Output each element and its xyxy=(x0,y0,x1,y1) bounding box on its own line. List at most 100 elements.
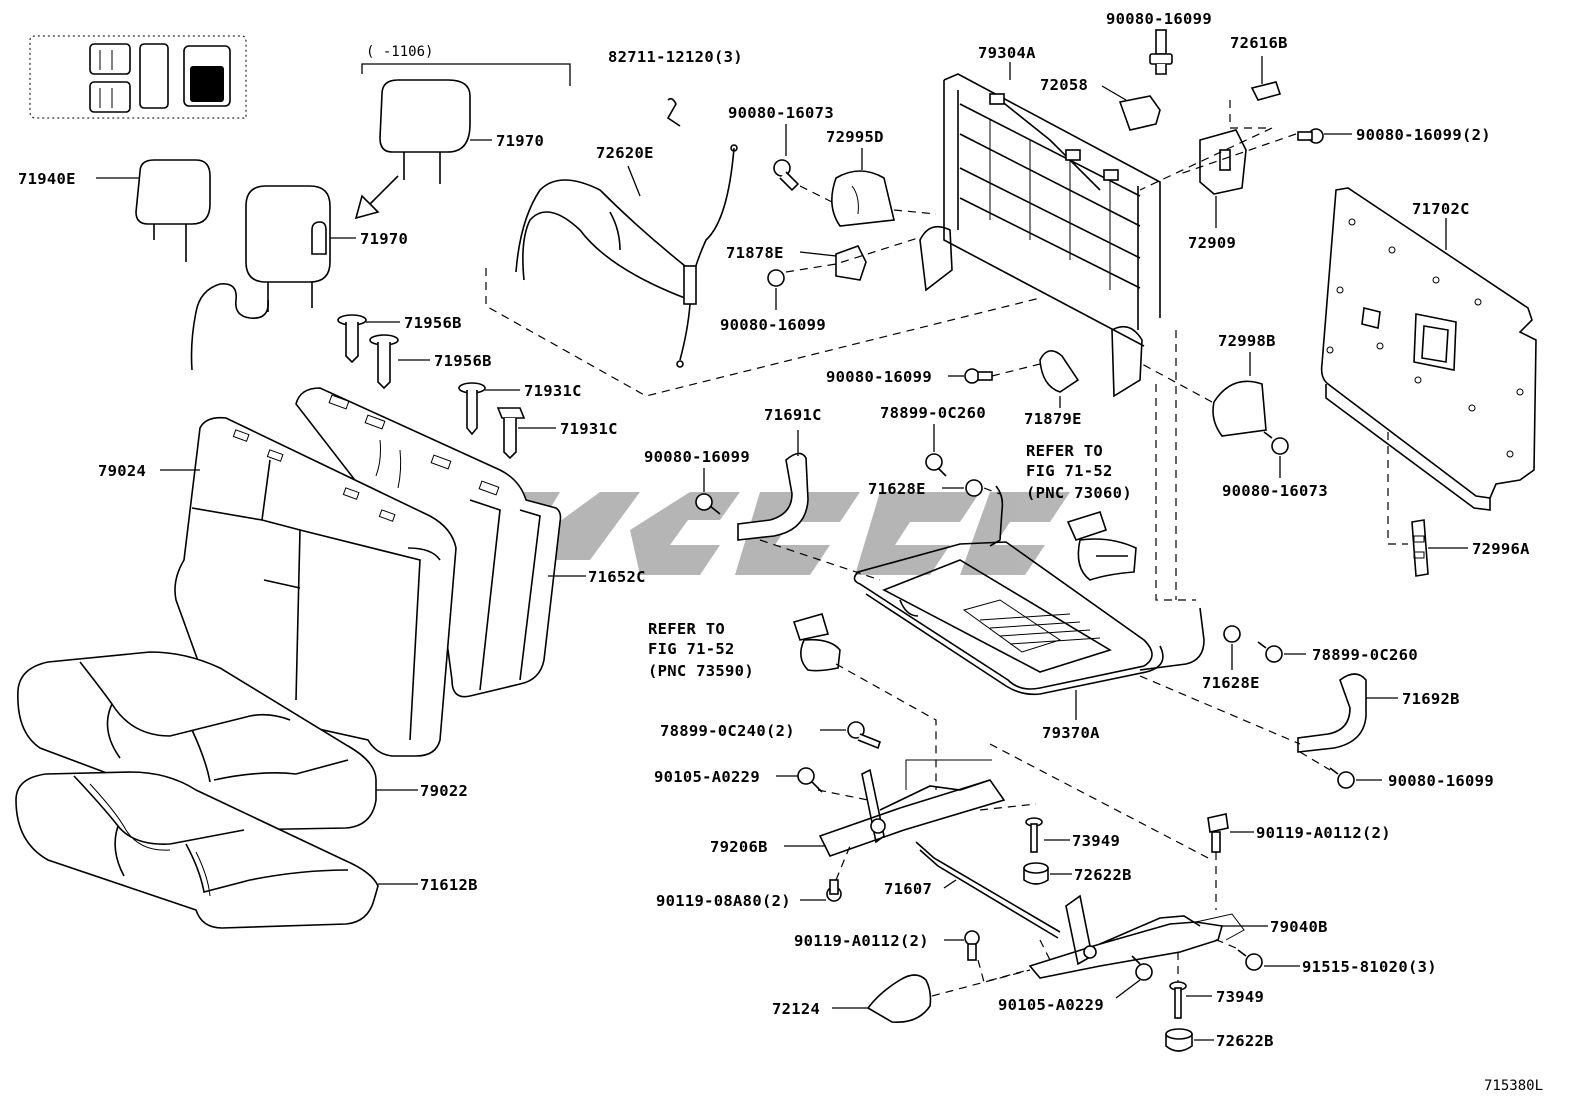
guide-line-91515 xyxy=(1211,937,1237,949)
label-72909: 72909 xyxy=(1188,234,1236,252)
label-72622B-1: 72622B xyxy=(1074,866,1132,884)
guide-line-hinge-2 xyxy=(979,803,1037,811)
label-71970-top: 71970 xyxy=(496,132,544,150)
label-90080-16099-top: 90080-16099 xyxy=(1106,10,1212,28)
cover-71878E xyxy=(799,245,867,281)
label-refer2-b: FIG 71-52 xyxy=(648,640,735,658)
guide-71956B-2 xyxy=(369,334,430,390)
bolt-90105-A0229-b xyxy=(1115,955,1153,999)
label-71628E-1: 71628E xyxy=(868,480,926,498)
guide-line-strap xyxy=(759,539,881,581)
label-73949-1: 73949 xyxy=(1072,832,1120,850)
label-90119-A0112-l: 90119-A0112(2) xyxy=(794,932,929,950)
label-refer2-c: (PNC 73590) xyxy=(648,662,754,680)
label-71692B: 71692B xyxy=(1402,690,1460,708)
label-fig-code: 715380L xyxy=(1484,1078,1543,1094)
label-90080-16099-br: 90080-16099 xyxy=(1388,772,1494,790)
bolt-90105-A0229 xyxy=(776,767,823,793)
label-refer1-b: FIG 71-52 xyxy=(1026,462,1113,480)
guide-line-79040B xyxy=(1039,939,1051,961)
label-90105-A0229-b: 90105-A0229 xyxy=(998,996,1104,1014)
bolt-90080-16073-r xyxy=(1263,431,1289,478)
label-72620E: 72620E xyxy=(596,144,654,162)
label-72058: 72058 xyxy=(1040,76,1088,94)
bolt-90119-A0112-r xyxy=(1207,813,1254,853)
labels: ( -1106) 82711-12120(3) 79304A 90080-160… xyxy=(18,10,1543,1094)
bolt-90080-16099-left xyxy=(948,368,993,384)
lock-72909 xyxy=(1199,129,1247,228)
guide-line-08A80 xyxy=(835,845,851,881)
guide-line-hinge xyxy=(817,789,869,801)
hinge-79206B xyxy=(784,759,1006,857)
label-90080-16099-b: 90080-16099 xyxy=(644,448,750,466)
bolt-90080-16099-mid xyxy=(767,269,785,310)
cushion-79022 xyxy=(17,651,418,831)
hinge-79040B xyxy=(1028,894,1268,979)
bolt-78899-0C240 xyxy=(820,721,881,750)
guide-line-board xyxy=(1387,432,1408,545)
label-72996A: 72996A xyxy=(1472,540,1530,558)
headrest-71970-top xyxy=(379,79,492,184)
belt-buckle-73590 xyxy=(792,613,841,672)
guide-line-72998B xyxy=(1141,363,1213,403)
label-71652C: 71652C xyxy=(588,568,646,586)
cushion-71612B xyxy=(15,771,418,929)
board-71702C xyxy=(1320,187,1537,511)
label-71956B-1: 71956B xyxy=(404,314,462,332)
nut-78899-0C260 xyxy=(925,424,947,477)
label-90105-A0229: 90105-A0229 xyxy=(654,768,760,786)
label-71940E: 71940E xyxy=(18,170,76,188)
label-71879E: 71879E xyxy=(1024,410,1082,428)
label-72124: 72124 xyxy=(772,1000,820,1018)
label-90119-A0112-r: 90119-A0112(2) xyxy=(1256,824,1391,842)
pin-73949-2 xyxy=(1169,981,1212,1019)
label-78899-0C240: 78899-0C240(2) xyxy=(660,722,795,740)
label-refer1-c: (PNC 73060) xyxy=(1026,484,1132,502)
stopper-72622B-1 xyxy=(1023,862,1072,885)
label-71931C-2: 71931C xyxy=(560,420,618,438)
guide-71931C-2 xyxy=(496,407,556,460)
rod-71607 xyxy=(915,841,1061,939)
label-72998B: 72998B xyxy=(1218,332,1276,350)
guide-71956B-1 xyxy=(337,314,400,364)
label-71878E: 71878E xyxy=(726,244,784,262)
guide-line-cover xyxy=(799,185,837,205)
belt-buckle-73060 xyxy=(1066,511,1137,581)
label-91515-81020: 91515-81020(3) xyxy=(1302,958,1437,976)
arrow-icon xyxy=(354,175,399,220)
bracket-71879E xyxy=(1039,350,1080,408)
label-90080-16099-mid: 90080-16099 xyxy=(720,316,826,334)
label-71970: 71970 xyxy=(360,230,408,248)
label-90119-08A80: 90119-08A80(2) xyxy=(656,892,791,910)
guide-line-72124 xyxy=(931,969,1031,997)
label-78899-0C260: 78899-0C260 xyxy=(880,404,986,422)
label-71612B: 71612B xyxy=(420,876,478,894)
seat-layout-icon xyxy=(29,35,247,119)
label-79040B: 79040B xyxy=(1270,918,1328,936)
clip-72996A xyxy=(1411,519,1468,577)
bolt-90080-16073 xyxy=(773,124,800,192)
clip-72058 xyxy=(1101,85,1161,131)
label-71607: 71607 xyxy=(884,880,932,898)
label-73949-2: 73949 xyxy=(1216,988,1264,1006)
guide-line-cover-3 xyxy=(785,237,919,273)
stopper-72622B-2 xyxy=(1165,1028,1214,1052)
label-78899-0C260-r: 78899-0C260 xyxy=(1312,646,1418,664)
headrest-71940E xyxy=(96,159,211,262)
nut-71628E-2 xyxy=(1223,625,1241,670)
guide-line-right xyxy=(1155,384,1196,601)
label-71931C-1: 71931C xyxy=(524,382,582,400)
bolt-90080-16099-br xyxy=(1329,767,1382,789)
bracket-72616B xyxy=(1250,56,1282,101)
bolt-90119-A0112-l xyxy=(944,930,980,961)
guide-line-bolt xyxy=(1179,133,1297,175)
label-refer2-a: REFER TO xyxy=(648,620,725,638)
label-79370A: 79370A xyxy=(1042,724,1100,742)
guide-line-mid xyxy=(991,363,1041,377)
label-79206B: 79206B xyxy=(710,838,768,856)
strap-71692B xyxy=(1297,673,1398,753)
label-71702C: 71702C xyxy=(1412,200,1470,218)
label-90080-16099-2: 90080-16099(2) xyxy=(1356,126,1491,144)
label-71691C: 71691C xyxy=(764,406,822,424)
strap-71691C xyxy=(737,430,809,541)
